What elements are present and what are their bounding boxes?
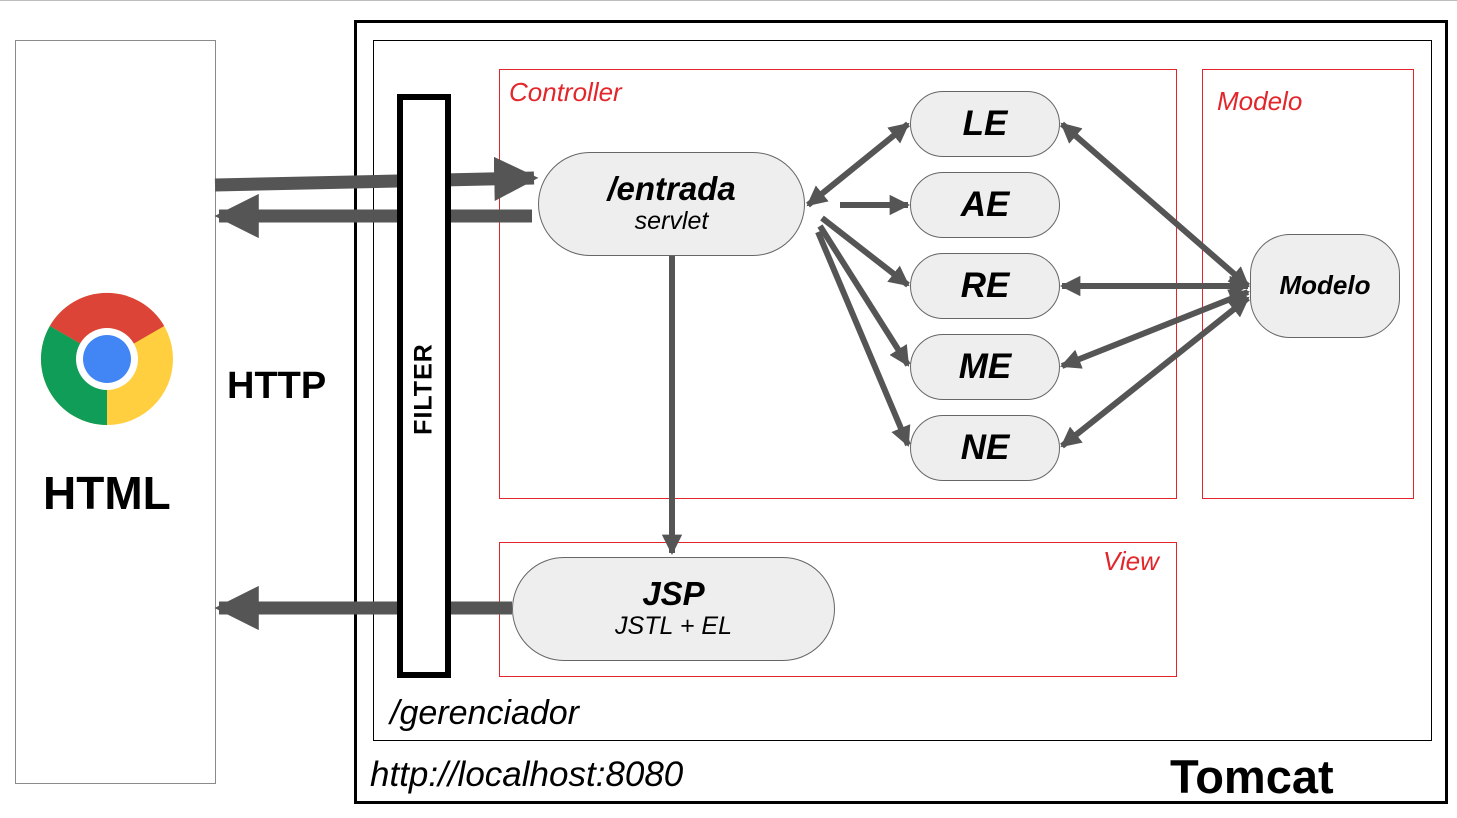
servlet-ne-arrow [815, 230, 911, 447]
gerenciador-container [373, 40, 1432, 741]
filter-label: FILTER [409, 343, 438, 435]
action-label: AE [960, 184, 1010, 224]
me-modelo-arrow [1060, 289, 1250, 369]
action-node-me: ME [910, 334, 1060, 400]
http-request-arrow [214, 156, 539, 201]
action-label: LE [962, 103, 1008, 143]
modelo-node: Modelo [1250, 234, 1400, 338]
servlet-re-arrow [820, 215, 910, 288]
ne-modelo-arrow [1060, 295, 1250, 449]
tomcat-container [354, 20, 1448, 804]
servlet-title: /entrada [607, 169, 736, 207]
http-label: HTTP [227, 365, 327, 407]
jsp-node: JSP JSTL + EL [512, 557, 835, 661]
servlet-subtitle: servlet [634, 207, 709, 236]
action-node-le: LE [910, 91, 1060, 157]
chrome-logo-icon [40, 292, 173, 425]
context-path-label: /gerenciador [390, 694, 580, 732]
action-node-ae: AE [910, 172, 1060, 238]
html-label: HTML [43, 467, 171, 519]
entrada-servlet-node: /entrada servlet [538, 152, 805, 256]
action-label: NE [960, 427, 1010, 467]
host-url-label: http://localhost:8080 [370, 755, 684, 794]
server-name-label: Tomcat [1170, 750, 1334, 803]
action-node-ne: NE [910, 415, 1060, 481]
top-divider [0, 0, 1457, 1]
servlet-le-arrow [806, 121, 910, 208]
view-section-label: View [1103, 546, 1159, 576]
action-label: ME [958, 346, 1012, 386]
controller-section-label: Controller [509, 77, 622, 107]
filter-bar [397, 94, 451, 678]
le-modelo-arrow [1060, 121, 1250, 289]
servlet-me-arrow [817, 224, 911, 367]
action-node-re: RE [910, 253, 1060, 319]
modelo-node-label: Modelo [1279, 270, 1371, 301]
modelo-section-label: Modelo [1217, 86, 1303, 116]
action-label: RE [960, 265, 1010, 305]
jsp-title: JSP [642, 574, 705, 612]
jsp-subtitle: JSTL + EL [615, 612, 732, 641]
